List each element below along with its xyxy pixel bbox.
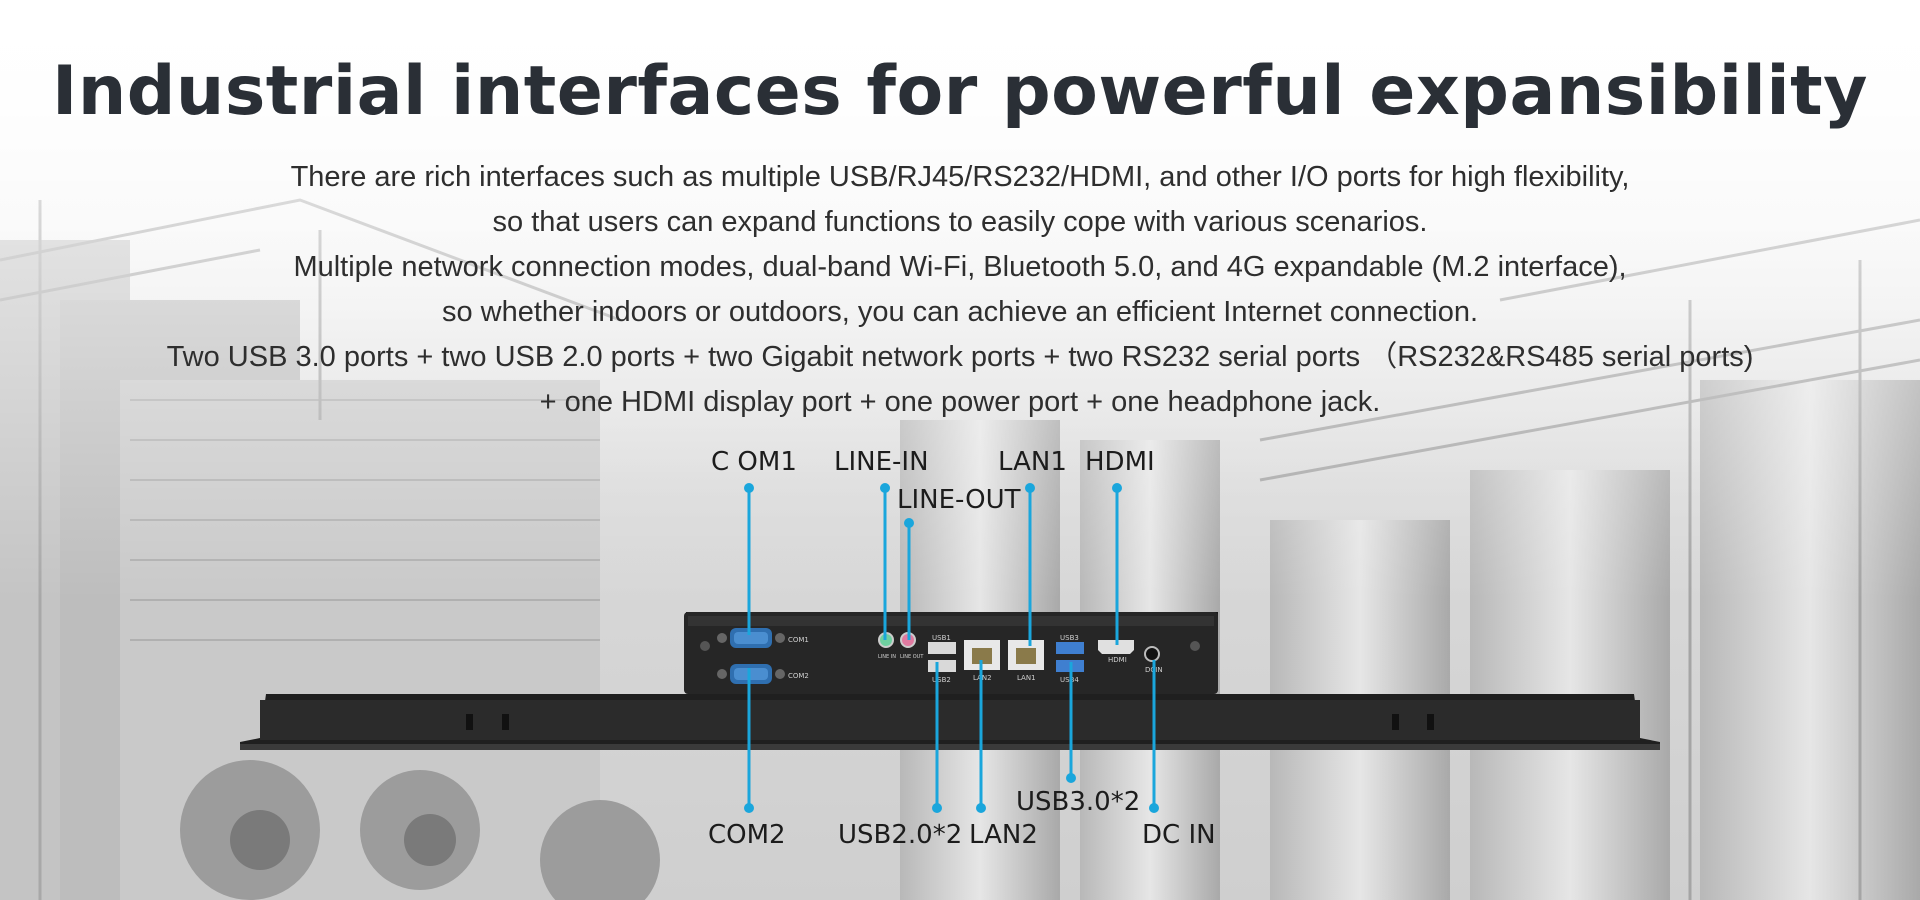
usb1-port — [928, 642, 956, 654]
line-out-label: LINE-OUT — [897, 485, 1021, 515]
usb2-panel-mark: USB2 — [932, 676, 951, 684]
usb3-port — [1056, 642, 1084, 654]
lan2-label: LAN2 — [969, 820, 1038, 850]
com2-panel-mark: COM2 — [788, 672, 809, 680]
description-line: so that users can expand functions to ea… — [492, 206, 1428, 238]
description-line: Two USB 3.0 ports + two USB 2.0 ports + … — [166, 341, 1754, 373]
hdmi-label: HDMI — [1085, 447, 1155, 477]
callout-dots — [744, 483, 1159, 813]
line-in-label: LINE-IN — [834, 447, 929, 477]
dc-in-jack — [1144, 646, 1160, 662]
description-line: so whether indoors or outdoors, you can … — [441, 296, 1479, 328]
description-line: Multiple network connection modes, dual-… — [293, 251, 1627, 283]
com2-port — [717, 664, 785, 684]
lan1-panel-mark: LAN1 — [1017, 674, 1036, 682]
description-line: There are rich interfaces such as multip… — [290, 161, 1630, 193]
usb3-panel-mark: USB3 — [1060, 634, 1079, 642]
description-line: + one HDMI display port + one power port… — [539, 386, 1381, 418]
usb1-panel-mark: USB1 — [932, 634, 951, 642]
dc-in-label: DC IN — [1142, 820, 1216, 850]
com1-label: C OM1 — [711, 447, 797, 477]
hdmi-port — [1098, 640, 1134, 654]
industrial-pc-device: COM1 COM2 LINE IN LINE OUT USB1 USB2 LAN… — [240, 612, 1660, 750]
line-in-panel-mark: LINE IN — [878, 654, 896, 660]
page-title: Industrial interfaces for powerful expan… — [52, 52, 1868, 131]
callout-lines — [747, 488, 1156, 808]
line-out-panel-mark: LINE OUT — [900, 654, 924, 660]
lan1-label: LAN1 — [998, 447, 1067, 477]
com2-label: COM2 — [708, 820, 786, 850]
usb20-label: USB2.0*2 — [838, 820, 962, 850]
description: There are rich interfaces such as multip… — [0, 155, 1920, 425]
com1-port — [717, 628, 785, 648]
hdmi-panel-mark: HDMI — [1108, 656, 1127, 664]
com1-panel-mark: COM1 — [788, 636, 809, 644]
usb2-port — [928, 660, 956, 672]
usb30-label: USB3.0*2 — [1016, 787, 1140, 817]
